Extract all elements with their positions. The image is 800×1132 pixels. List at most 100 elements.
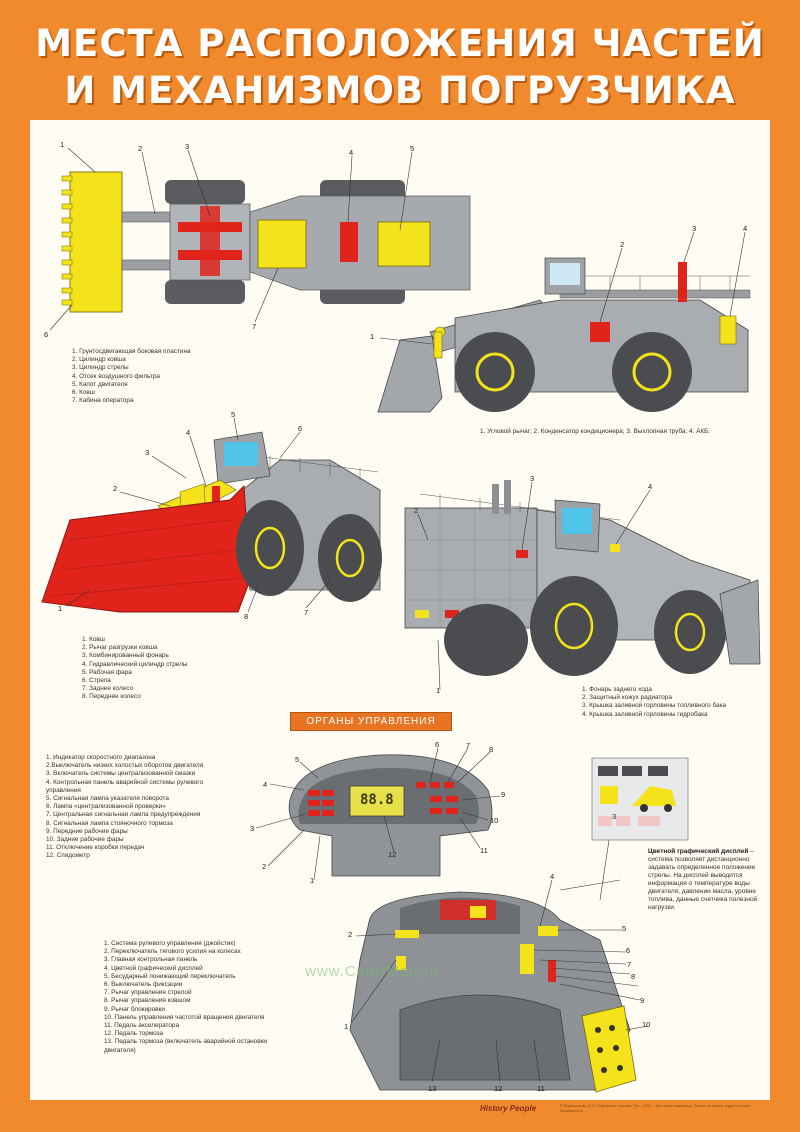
front-callout-4: 4 bbox=[186, 428, 191, 437]
dash-callout-3: 3 bbox=[250, 824, 255, 833]
top-callout-7: 7 bbox=[252, 322, 257, 331]
rear-callout-1: 1 bbox=[436, 686, 441, 695]
dash-callout-1: 1 bbox=[310, 876, 315, 885]
side-callout-1: 1 bbox=[370, 332, 375, 341]
legend-item: 5. Сигнальная лампа указателя поворота bbox=[46, 795, 169, 803]
legend-item: 2.Выключатель низких холостых оборотов д… bbox=[46, 762, 204, 770]
side-view-loader bbox=[377, 257, 751, 413]
cab-callout-11: 11 bbox=[537, 1084, 545, 1093]
rear-callout-2: 2 bbox=[414, 506, 419, 515]
dash-callout-8: 8 bbox=[489, 745, 494, 754]
legend-item: 2. Рычаг разгрузки ковша bbox=[82, 644, 158, 652]
legend-item: 13. Педаль тормоза (включатель аварийной… bbox=[104, 1038, 267, 1046]
cab-callout-9: 9 bbox=[640, 996, 645, 1005]
legend-item: 6. Лампа «централизованной проверки» bbox=[46, 803, 166, 811]
legend-item: 4. Цветной графический дисплей bbox=[104, 964, 203, 972]
legend-item: 5. Рабочая фара bbox=[82, 668, 132, 676]
cab-callout-3: 3 bbox=[612, 812, 617, 821]
legend-item: 7. Кабина оператора bbox=[72, 397, 134, 405]
side-callout-2: 2 bbox=[620, 240, 625, 249]
dash-callout-7: 7 bbox=[466, 741, 471, 750]
top-callout-5: 5 bbox=[410, 144, 415, 153]
publisher-logo: History People bbox=[480, 1104, 537, 1113]
legend-item: 3. Комбинированный фонарь bbox=[82, 652, 169, 660]
rear-view-loader bbox=[404, 480, 761, 676]
legend-item: 12. Педаль тормоза bbox=[104, 1030, 164, 1038]
cab-callout-13: 13 bbox=[428, 1084, 437, 1093]
legend-item: 3. Главная контрольная панель bbox=[104, 956, 198, 964]
cab-callout-8: 8 bbox=[631, 972, 636, 981]
dash-callout-12: 12 bbox=[388, 850, 397, 859]
top-callout-3: 3 bbox=[185, 142, 190, 151]
side-callout-4: 4 bbox=[743, 224, 748, 233]
legend-item: 3. Включатель системы централизованной с… bbox=[46, 770, 196, 778]
top-view-legend: 1. Грунтосдвигающая боковая пластина 2. … bbox=[72, 348, 191, 405]
legend-item: 5. Капот двигателя bbox=[72, 380, 128, 388]
side-callout-3: 3 bbox=[692, 224, 697, 233]
top-callout-6: 6 bbox=[44, 330, 49, 339]
legend-item: 3. Крышка заливной горловины топливного … bbox=[582, 702, 726, 710]
dashboard-illustration bbox=[288, 754, 493, 877]
graphic-display-heading: Цветной графический дисплей bbox=[648, 848, 749, 855]
legend-item: 10. Панель управления частотой вращения … bbox=[104, 1013, 265, 1021]
legend-item: 1. Фонарь заднего хода bbox=[582, 686, 652, 693]
front-view-loader bbox=[41, 431, 382, 613]
cab-callout-12: 12 bbox=[494, 1084, 503, 1093]
legend-item: 1. Система рулевого управления (джойстик… bbox=[104, 940, 236, 947]
dash-callout-2: 2 bbox=[262, 862, 267, 871]
cab-leaders bbox=[351, 819, 649, 1083]
cab-callout-5: 5 bbox=[622, 924, 627, 933]
legend-item: управления bbox=[46, 786, 81, 794]
dash-callout-5: 5 bbox=[295, 755, 300, 764]
top-callout-2: 2 bbox=[138, 144, 143, 153]
rear-view-leaders bbox=[417, 481, 651, 691]
dash-callout-4: 4 bbox=[263, 780, 268, 789]
front-view-legend: 1. Ковш 2. Рычаг разгрузки ковша 3. Комб… bbox=[82, 636, 187, 702]
title-line-1: МЕСТА РАСПОЛОЖЕНИЯ ЧАСТЕЙ bbox=[35, 22, 765, 65]
graphic-display-inset bbox=[591, 757, 689, 841]
legend-item: 6. Выключатель фиксации bbox=[104, 981, 183, 989]
legend-item: 2. Защитный кожух радиатора bbox=[582, 694, 672, 702]
legend-item: 1. Грунтосдвигающая боковая пластина bbox=[72, 348, 191, 355]
front-callout-6: 6 bbox=[298, 424, 303, 433]
legend-item: 1. Ковш bbox=[82, 636, 105, 643]
legend-item: 7. Центральная сигнальная лампа предупре… bbox=[46, 811, 201, 819]
dash-speed-display: 88.8 bbox=[360, 792, 394, 808]
legend-item: 4. Гидравлический цилиндр стрелы bbox=[82, 660, 188, 668]
front-callout-5: 5 bbox=[231, 410, 236, 419]
front-view-leaders bbox=[65, 417, 331, 613]
cab-callout-4: 4 bbox=[550, 872, 555, 881]
poster-title: МЕСТА РАСПОЛОЖЕНИЯ ЧАСТЕЙ И МЕХАНИЗМОВ П… bbox=[20, 8, 780, 126]
front-callout-3: 3 bbox=[145, 448, 150, 457]
legend-item: 6. Стрела bbox=[82, 677, 111, 685]
legend-item: 3. Цилиндр стрелы bbox=[72, 364, 129, 372]
legend-item: 10. Задние рабочие фары bbox=[46, 836, 124, 844]
rear-callout-3: 3 bbox=[530, 474, 535, 483]
legend-item: 8. Рычаг управления ковшом bbox=[104, 997, 191, 1005]
legend-item: 8. Сигнальная лампа стояночного тормоза bbox=[46, 819, 173, 827]
title-line-2: И МЕХАНИЗМОВ ПОГРУЗЧИКА bbox=[64, 69, 736, 112]
legend-item: 4. Отсек воздушного фильтра bbox=[72, 372, 160, 380]
top-view-leaders bbox=[49, 147, 413, 331]
side-view-note: 1. Угловой рычаг; 2. Конденсатор кондици… bbox=[480, 428, 711, 435]
front-callout-2: 2 bbox=[113, 484, 118, 493]
legend-item: 9. Передние рабочие фары bbox=[46, 827, 128, 835]
cab-legend: 1. Система рулевого управления (джойстик… bbox=[104, 940, 267, 1055]
graphic-display-text: – система позволяет дистанционно задават… bbox=[648, 848, 758, 911]
side-view-leaders bbox=[379, 231, 746, 345]
legend-item: 8. Переднее колесо bbox=[82, 693, 141, 701]
rear-callout-4: 4 bbox=[648, 482, 653, 491]
dash-legend: 1. Индикатор скоростного диапазона 2.Вык… bbox=[46, 754, 203, 861]
legend-item: 1. Индикатор скоростного диапазона bbox=[46, 754, 156, 761]
legend-item: 4. Контрольная панель аварийной системы … bbox=[46, 778, 204, 786]
controls-section-title: ОРГАНЫ УПРАВЛЕНИЯ bbox=[290, 712, 452, 731]
publisher-fine-print: © Издательство ООО «Центрмаг». Москва. Т… bbox=[560, 1104, 751, 1113]
rear-view-legend: 1. Фонарь заднего хода 2. Защитный кожух… bbox=[582, 686, 726, 719]
dash-callout-6: 6 bbox=[435, 740, 440, 749]
cab-callout-10: 10 bbox=[642, 1020, 651, 1029]
front-callout-1: 1 bbox=[58, 604, 63, 613]
front-callout-8: 8 bbox=[244, 612, 249, 621]
legend-item: 7. Заднее колесо bbox=[82, 685, 134, 693]
legend-item: 2. Цилиндр ковша bbox=[72, 356, 126, 364]
